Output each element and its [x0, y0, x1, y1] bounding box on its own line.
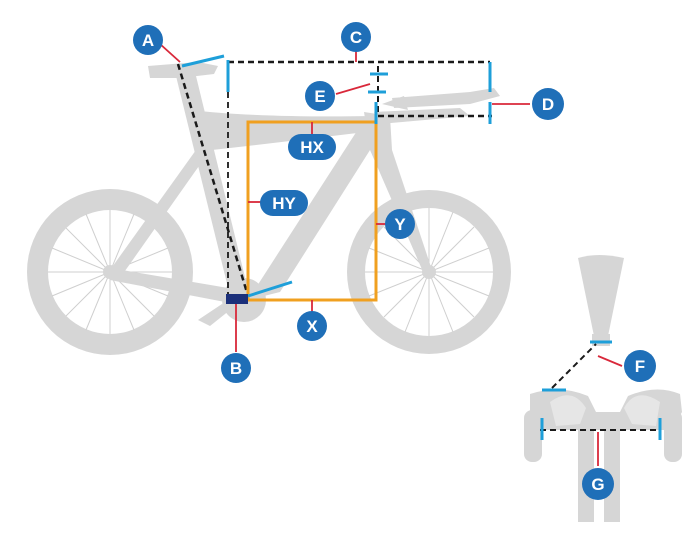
badge-c: C — [341, 22, 371, 52]
badge-b: B — [221, 353, 251, 383]
badge-x: X — [297, 311, 327, 341]
front-wheel — [347, 190, 511, 354]
leader-f — [597, 355, 623, 367]
saddle-height-line — [176, 63, 250, 297]
badge-hx-label: HX — [300, 138, 324, 157]
badge-a: A — [133, 25, 163, 55]
leader-lines — [159, 43, 623, 466]
dashed-measurement-lines — [176, 60, 660, 431]
badge-g: G — [582, 468, 614, 500]
badge-y: Y — [385, 209, 415, 239]
badges: A B C D E F G HX — [133, 22, 656, 500]
tick-saddle-top — [181, 54, 225, 68]
badge-hy-label: HY — [272, 194, 296, 213]
badge-hx: HX — [288, 134, 336, 160]
pad-width-line — [551, 343, 597, 389]
badge-g-label: G — [591, 475, 604, 494]
badge-d-label: D — [542, 95, 554, 114]
badge-f: F — [624, 350, 656, 382]
badge-c-label: C — [350, 28, 362, 47]
badge-e: E — [305, 81, 335, 111]
leader-e — [335, 83, 371, 95]
badge-y-label: Y — [394, 215, 406, 234]
badge-d: D — [532, 88, 564, 120]
badge-x-label: X — [306, 317, 318, 336]
badge-f-label: F — [635, 357, 645, 376]
cockpit-front-view — [524, 255, 682, 522]
bottom-bracket-marker — [226, 294, 248, 304]
badge-e-label: E — [314, 87, 325, 106]
bike-silhouette — [27, 62, 682, 522]
leader-a — [159, 43, 181, 63]
measure-ticks — [181, 54, 662, 440]
badge-hy: HY — [260, 190, 308, 216]
frame — [110, 62, 500, 326]
badge-a-label: A — [142, 31, 154, 50]
tick-bb — [247, 280, 293, 298]
badge-b-label: B — [230, 359, 242, 378]
